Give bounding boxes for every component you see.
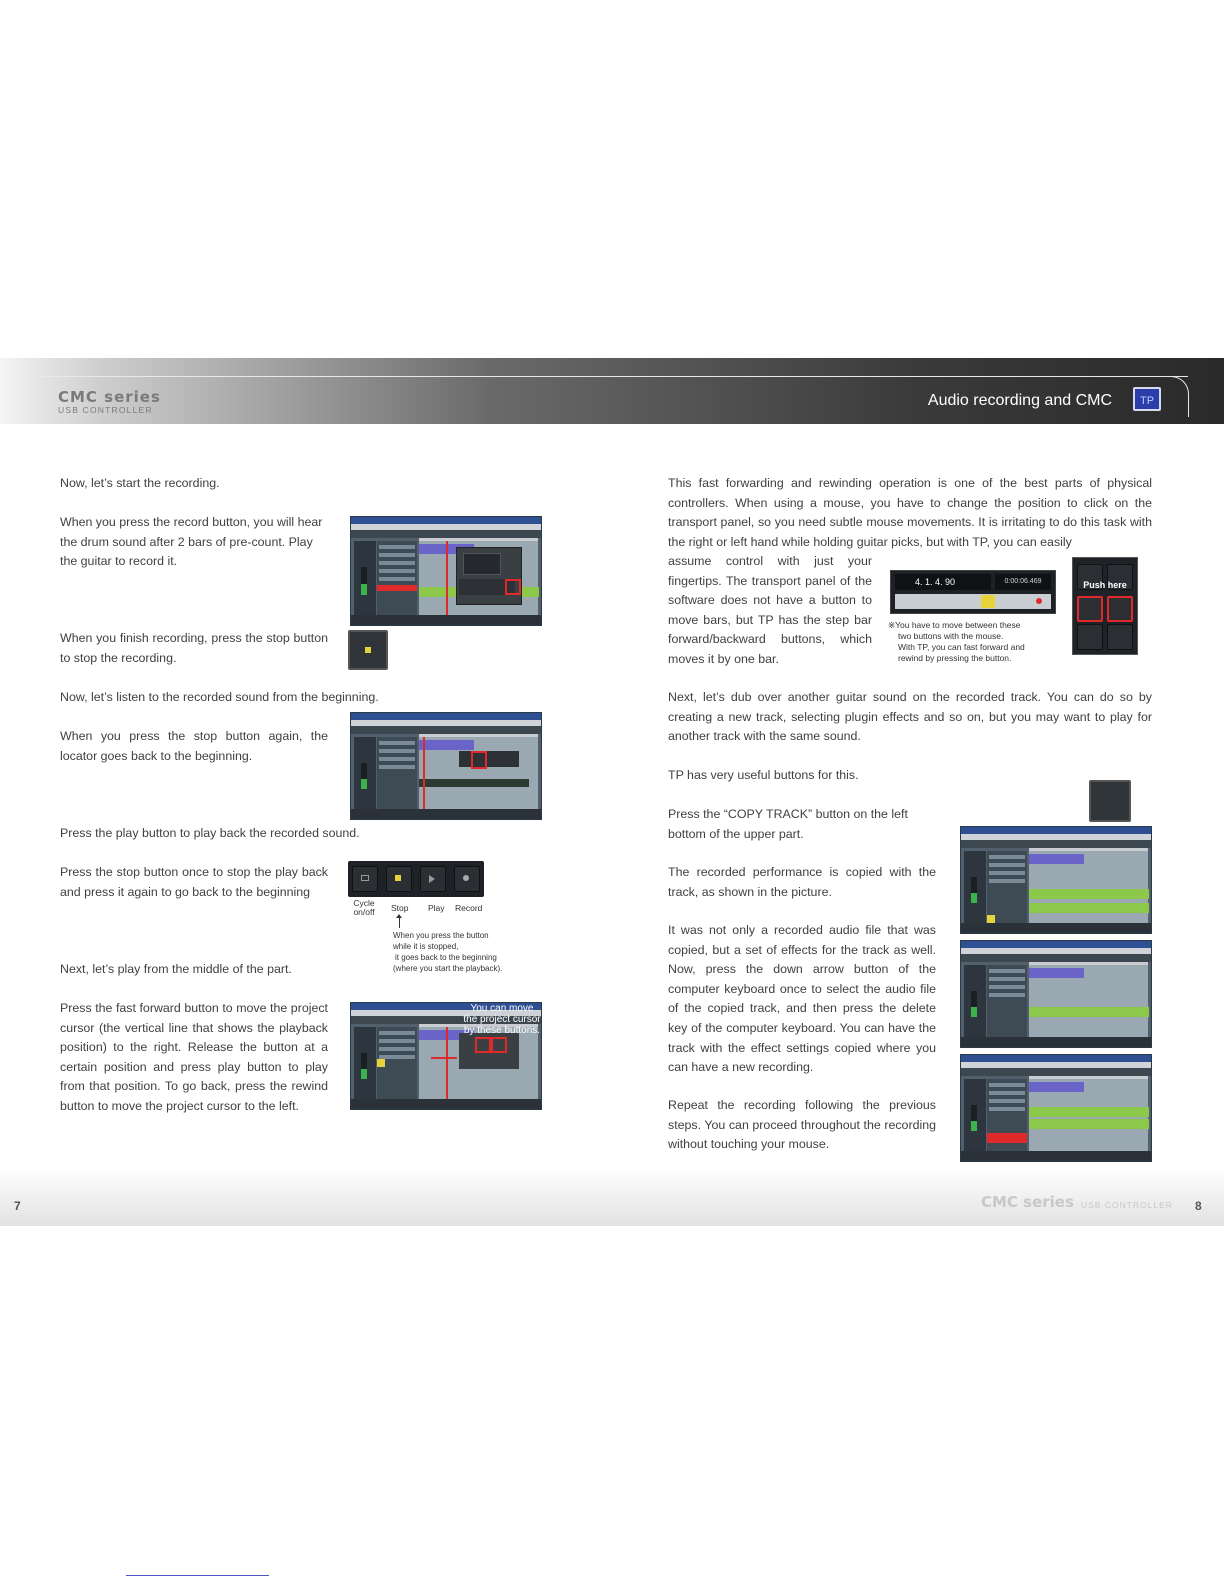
left-paragraph-1: Now, let’s start the recording. <box>60 476 220 490</box>
daw-screenshot-record <box>350 516 542 626</box>
copy-track-button-image <box>1089 780 1131 822</box>
arrow-up-line <box>399 916 400 928</box>
tp-controller-image: Push here <box>1072 557 1138 655</box>
arrow-up-icon <box>396 914 402 918</box>
footer-band <box>0 1168 1224 1226</box>
stop-icon <box>365 647 371 653</box>
left-paragraph-7: Press the stop button once to stop the p… <box>60 865 328 899</box>
tp-badge: TP <box>1133 387 1161 411</box>
daw-screenshot-locator <box>350 712 542 820</box>
transport-note-1: ※You have to move between these <box>888 620 1021 630</box>
right-paragraph-6: It was not only a recorded audio file th… <box>668 923 936 1075</box>
right-paragraph-7: Repeat the recording following the previ… <box>668 1098 936 1152</box>
daw-screenshot-new-recording <box>960 1054 1152 1162</box>
cursor-overlay-text: You can move the project cursor by these… <box>462 1003 542 1036</box>
transport-note-2: two buttons with the mouse. <box>898 631 1004 641</box>
push-here-label: Push here <box>1083 580 1127 590</box>
section-title: Audio recording and CMC <box>927 392 1112 409</box>
bottom-link-line <box>126 1575 269 1576</box>
left-paragraph-5: When you press the stop button again, th… <box>60 729 328 763</box>
left-paragraph-4: Now, let’s listen to the recorded sound … <box>60 690 379 704</box>
left-paragraph-6: Press the play button to play back the r… <box>60 826 360 840</box>
header-band <box>0 358 1224 424</box>
header-rule-curve <box>1160 376 1189 417</box>
right-paragraph-1: This fast forwarding and rewinding opera… <box>668 476 1152 549</box>
record-button <box>454 866 480 892</box>
overlay-line-2: the project cursor <box>463 1014 541 1025</box>
play-button <box>420 866 446 892</box>
transport-time-display: 0:00:06.469 <box>995 574 1051 590</box>
stop-note-1: When you press the button <box>393 931 489 940</box>
brand-subtitle: USB CONTROLLER <box>58 405 153 415</box>
header-rule <box>40 376 1188 377</box>
left-paragraph-2: When you press the record button, you wi… <box>60 515 323 569</box>
footer-brand-logo: CMC series <box>981 1193 1074 1211</box>
daw-screenshot-cursor-move <box>350 1002 542 1110</box>
label-cycle: Cycle on/off <box>353 898 375 917</box>
transport-note-3: With TP, you can fast forward and <box>898 642 1025 652</box>
right-paragraph-2: Next, let’s dub over another guitar soun… <box>668 690 1152 744</box>
left-paragraph-8: Next, let’s play from the middle of the … <box>60 962 292 976</box>
stop-button <box>386 866 412 892</box>
left-paragraph-9: Press the fast forward button to move th… <box>60 1001 328 1113</box>
stop-button-image <box>348 630 388 670</box>
transport-buttons-image <box>348 861 484 897</box>
page-number-right: 8 <box>1195 1199 1202 1213</box>
page-number-left: 7 <box>14 1199 21 1213</box>
stop-note-4: (where you start the playback). <box>393 964 503 973</box>
footer-brand-subtitle: USB CONTROLLER <box>1081 1200 1173 1210</box>
cycle-button <box>352 866 378 892</box>
daw-screenshot-copied-track <box>960 826 1152 934</box>
transport-record-icon <box>1036 598 1042 604</box>
left-paragraph-3: When you finish recording, press the sto… <box>60 631 328 665</box>
label-stop: Stop <box>391 903 409 913</box>
transport-note-4: rewind by pressing the button. <box>898 653 1012 663</box>
daw-screenshot-select-file <box>960 940 1152 1048</box>
overlay-line-1: You can move <box>470 1003 534 1014</box>
right-paragraph-1b: assume control with just your fingertips… <box>668 554 872 666</box>
right-paragraph-4: Press the “COPY TRACK” button on the lef… <box>668 807 908 841</box>
label-play: Play <box>428 903 445 913</box>
overlay-line-3: by these buttons. <box>463 1025 541 1036</box>
right-paragraph-5: The recorded performance is copied with … <box>668 865 936 899</box>
stop-note-3: it goes back to the beginning <box>395 953 497 962</box>
transport-position-display: 4. 1. 4. 90 <box>895 574 991 590</box>
brand-logo: CMC series <box>58 388 161 406</box>
right-paragraph-3: TP has very useful buttons for this. <box>668 768 859 782</box>
transport-stop-icon <box>981 595 995 608</box>
label-record: Record <box>455 903 483 913</box>
software-transport-panel: 4. 1. 4. 90 0:00:06.469 <box>890 570 1056 614</box>
stop-note-2: while it is stopped, <box>393 942 459 951</box>
